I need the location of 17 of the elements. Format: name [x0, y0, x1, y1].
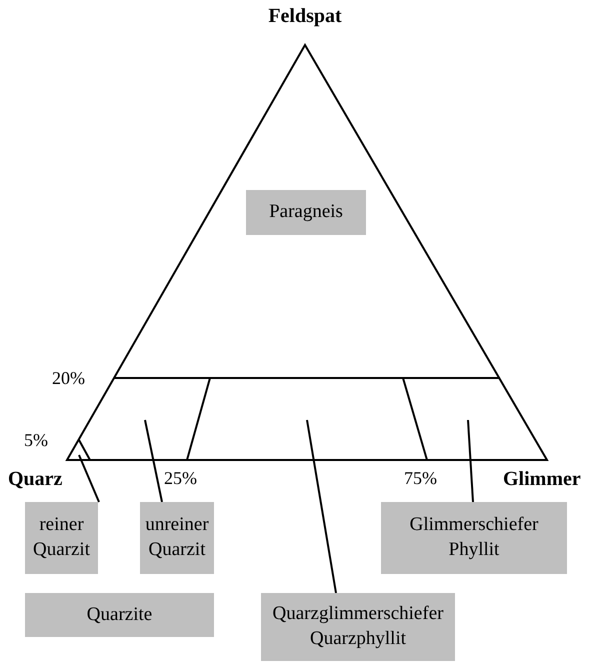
- percent-label: 75%: [404, 469, 437, 487]
- corner-label: Feldspat: [268, 6, 342, 26]
- percent-label: 20%: [52, 369, 85, 387]
- corner-label: Glimmer: [503, 469, 581, 489]
- rock-label: reiner Quarzit: [25, 502, 98, 574]
- leader-line: [467, 420, 474, 502]
- rock-label: Glimmerschiefer Phyllit: [381, 502, 567, 574]
- corner-label: Quarz: [8, 469, 62, 489]
- rock-label: unreiner Quarzit: [140, 502, 214, 574]
- percent-label: 25%: [164, 469, 197, 487]
- rock-label: Paragneis: [246, 190, 366, 235]
- leader-line: [306, 420, 337, 594]
- rock-label: Quarzite: [25, 593, 214, 637]
- rock-label: Quarzglimmerschiefer Quarzphyllit: [261, 593, 455, 661]
- leader-line: [144, 420, 163, 502]
- percent-label: 5%: [24, 431, 48, 449]
- leader-line: [78, 454, 100, 502]
